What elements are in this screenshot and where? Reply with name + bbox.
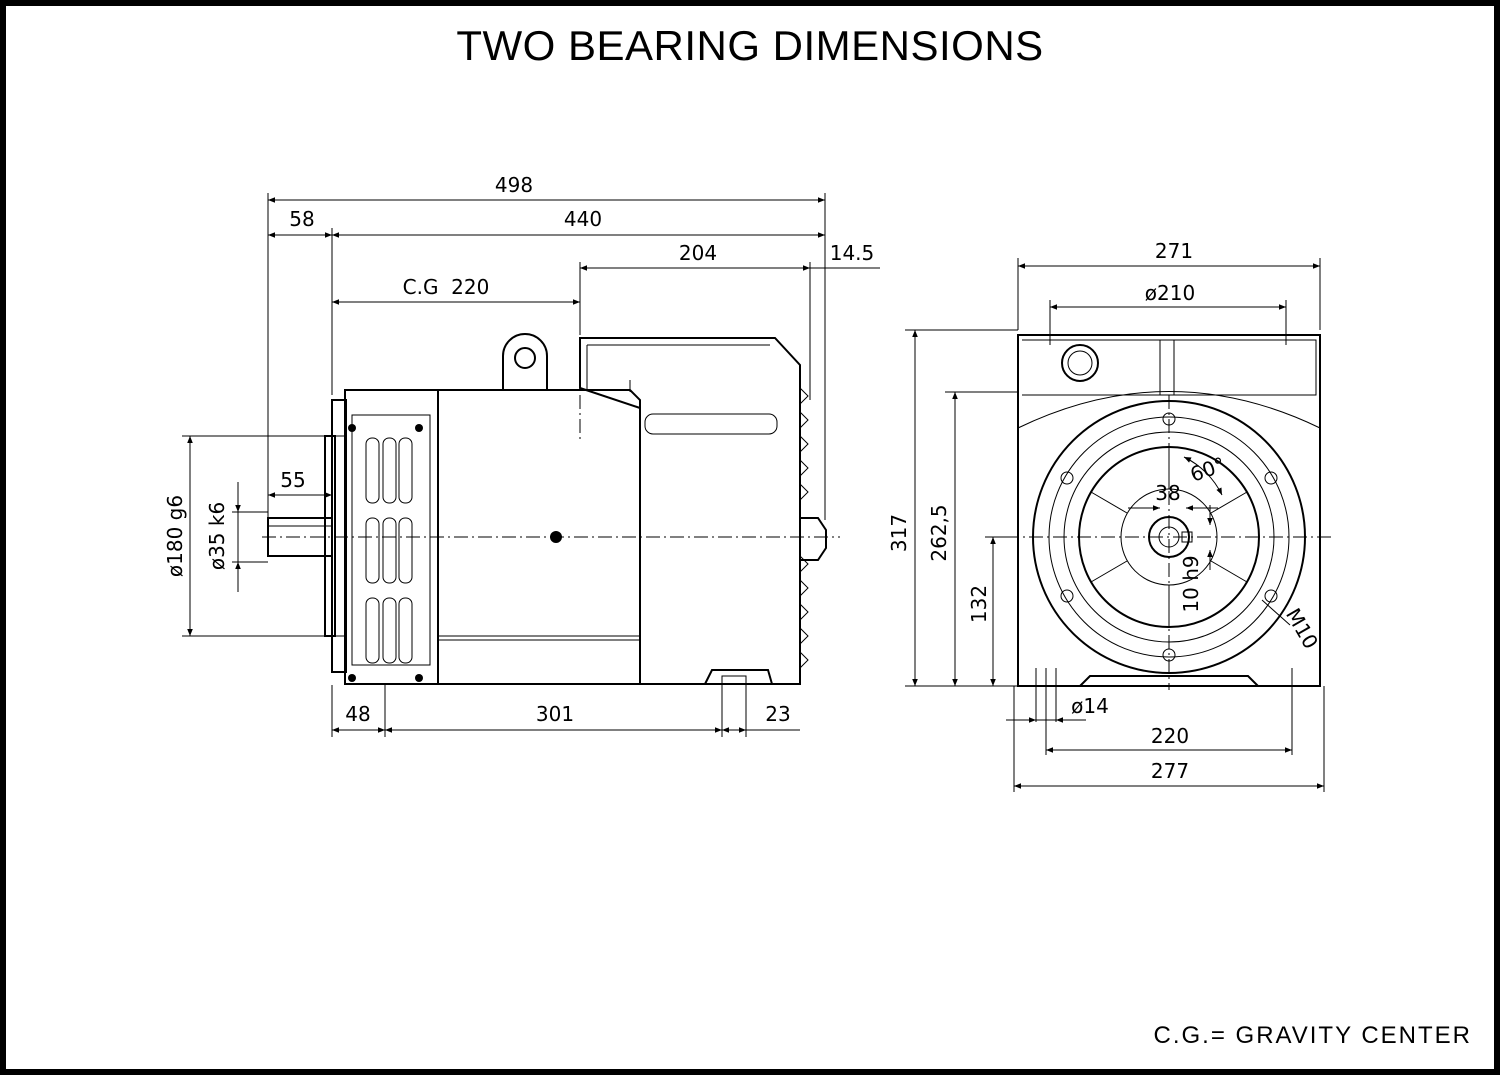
dim-shaft-extension: 58	[289, 207, 314, 231]
dim-key-width: 10 h9	[1179, 555, 1203, 612]
rear-cover	[579, 337, 801, 685]
dim-body-length: 440	[564, 207, 602, 231]
dim-frame-height: 262,5	[927, 504, 951, 561]
dim-thread: M10	[1281, 604, 1323, 653]
dim-key-depth: 38	[1155, 481, 1180, 505]
dim-rear-length: 204	[679, 241, 717, 265]
dim-width-base: 277	[1151, 759, 1189, 783]
gravity-center-marker	[550, 531, 562, 543]
dim-gravity-center: C.G 220	[403, 275, 490, 299]
side-view: 498 58 440 204 14.5 C.G 220 55 ø180 g6 ø…	[163, 173, 880, 737]
dim-foot-hole: ø14	[1071, 694, 1109, 718]
end-view: 271 ø210 317 262,5 132 60° 38 10 h9 M10 …	[887, 239, 1335, 792]
end-foot	[1079, 675, 1259, 687]
footer-note: C.G.= GRAVITY CENTER	[1153, 1022, 1472, 1049]
end-housing	[1017, 334, 1321, 687]
dim-angle: 60°	[1187, 452, 1229, 487]
dim-shaft-length: 55	[280, 468, 305, 492]
dim-foot-span-end: 220	[1151, 724, 1189, 748]
cooling-slots	[365, 437, 413, 664]
dim-foot-front: 48	[345, 702, 370, 726]
dim-bolt-circle: ø210	[1145, 281, 1195, 305]
dim-foot-rear: 23	[765, 702, 790, 726]
cooling-fins	[799, 387, 809, 669]
lifting-eye	[502, 333, 548, 390]
dim-foot-span: 301	[536, 702, 574, 726]
dim-width-top: 271	[1155, 239, 1193, 263]
dim-shaft-height: 132	[967, 585, 991, 623]
dim-overall-length: 498	[495, 173, 533, 197]
dim-cap-length: 14.5	[830, 241, 875, 265]
mounting-foot	[704, 669, 773, 685]
dim-overall-height: 317	[887, 514, 911, 552]
dim-flange-diameter: ø180 g6	[163, 495, 187, 577]
drawing-title: TWO BEARING DIMENSIONS	[456, 22, 1044, 69]
dim-shaft-diameter: ø35 k6	[205, 502, 229, 570]
terminal-cap	[1061, 344, 1099, 382]
